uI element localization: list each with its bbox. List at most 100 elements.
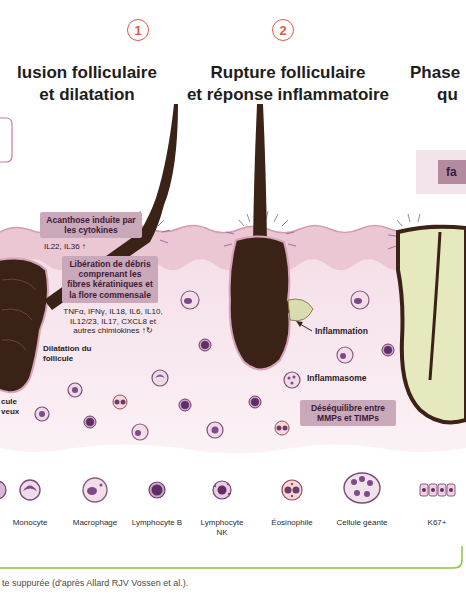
- legend-item: Monocyte: [1, 518, 59, 528]
- cell-nucleus: [293, 487, 300, 494]
- cell-nucleus: [135, 430, 141, 436]
- hair-shaft: [253, 104, 267, 244]
- k67-cell: [447, 484, 455, 496]
- cell-granule: [228, 493, 230, 495]
- leader-arrow: [300, 324, 312, 331]
- cell-nucleus: [86, 418, 94, 426]
- label-holder: TNFα, IFNγ, IL18, IL6, IL10, IL12/23, IL…: [60, 307, 166, 336]
- cell-nucleus: [354, 298, 362, 304]
- eosinophil-cell: [275, 421, 289, 435]
- section-heading: Rupture folliculaire: [183, 63, 393, 83]
- cytokine-label: IL22, IL36 ↑: [44, 242, 86, 252]
- macrophage-cell: [181, 291, 199, 309]
- label-holder: Phase: [410, 63, 460, 83]
- cell-nucleus: [277, 426, 282, 431]
- inflammasome-dot: [288, 377, 291, 380]
- legend-text: Lymphocyte B: [125, 518, 189, 528]
- lymphocyte-cell: [84, 416, 96, 428]
- cell-nucleus: [351, 479, 357, 485]
- macrophage-icon: [83, 478, 107, 502]
- label-holder: Inflammasome: [307, 373, 367, 383]
- node-text: Libération de débris comprenant les fibr…: [66, 259, 154, 300]
- cell-nucleus: [155, 375, 165, 379]
- cell-nucleus: [115, 400, 120, 405]
- annotation-label: Inflammasome: [307, 373, 367, 383]
- keratin-layers: [2, 279, 36, 350]
- cell-nucleus: [184, 298, 192, 304]
- hair-strand: [430, 232, 440, 380]
- legend-item: Macrophage: [63, 518, 127, 528]
- label-holder: Dilatation du follicule: [43, 344, 105, 363]
- cell-nucleus: [364, 491, 370, 497]
- legend-text: K67+: [417, 518, 457, 528]
- cell-nucleus: [359, 476, 365, 482]
- cell-nucleus: [39, 411, 45, 417]
- cell-nucleus: [87, 487, 97, 495]
- cell-nucleus: [218, 486, 227, 495]
- cell-nucleus: [354, 490, 360, 496]
- cell-nucleus: [152, 485, 163, 496]
- step-number: 1: [127, 19, 149, 41]
- label-holder: qu: [437, 85, 458, 105]
- section-heading: et dilatation: [2, 85, 172, 105]
- eosinophil-icon: [282, 480, 302, 500]
- cell-nucleus: [384, 346, 392, 354]
- legend-item: Cellule géante: [326, 518, 398, 528]
- cell-nucleus: [201, 341, 209, 349]
- label-holder: cule veux: [1, 397, 25, 416]
- label-holder: IL22, IL36 ↑: [44, 242, 86, 252]
- cell-nucleus: [367, 480, 373, 486]
- follicle-dilated: [0, 258, 48, 392]
- monocyte-cell: [152, 370, 168, 386]
- follicle-suppurative: [398, 227, 466, 423]
- legend-text: Cellule géante: [326, 518, 398, 528]
- inflammatory-cells: [35, 291, 394, 440]
- legend-item: Lymphocyte NK: [194, 518, 250, 537]
- legend-icons: [0, 473, 455, 503]
- k67-cell: [429, 484, 437, 496]
- inflammasome-dot: [291, 382, 294, 385]
- cell-nucleus: [283, 426, 288, 431]
- macrophage-cell: [132, 424, 148, 440]
- monocyte-cell: [207, 422, 223, 438]
- monocyte-icon: [20, 480, 40, 500]
- cell-nucleus: [72, 387, 78, 393]
- cell-granule: [214, 485, 216, 487]
- annotation-label: Dilatation du follicule: [43, 344, 105, 363]
- cell-nucleus: [422, 488, 426, 492]
- legend-item: Lymphocyte B: [125, 518, 189, 528]
- arrowhead: [296, 321, 303, 327]
- label-holder: lusion folliculaire: [2, 63, 172, 83]
- macrophage-cell: [351, 291, 369, 309]
- cell-granule: [227, 483, 229, 485]
- step-number: 2: [272, 19, 294, 41]
- inflammasome-cell: [284, 372, 300, 388]
- figure-caption: te suppurée (d'après Allard RJV Vossen e…: [2, 578, 188, 589]
- node-text: 2: [279, 23, 286, 38]
- section-heading: Phase: [410, 63, 460, 83]
- node-text: Déséquilibre entre MMPs et TIMPs: [304, 403, 392, 423]
- section-heading: lusion folliculaire: [2, 63, 172, 83]
- section-heading: qu: [437, 85, 458, 105]
- label-holder: et réponse inflammatoire: [183, 85, 393, 105]
- annotation-label: cule veux: [1, 397, 25, 416]
- monocyte-cell: [35, 407, 49, 421]
- node-text: fa: [446, 165, 466, 179]
- cell-nucleus: [449, 488, 453, 492]
- frame-border: [0, 546, 462, 568]
- lymphocyte-cell: [249, 396, 261, 408]
- phase-box: fa: [438, 160, 466, 184]
- node-text: 1: [134, 23, 141, 38]
- macrophage-cell: [337, 347, 353, 363]
- lymphocyte-cell: [199, 339, 211, 351]
- k67-cell: [438, 484, 446, 496]
- legend-item: Éosinophile: [260, 518, 324, 528]
- partial-box: [0, 118, 12, 162]
- cell-nucleus: [121, 400, 126, 405]
- section-heading: et réponse inflammatoire: [183, 85, 393, 105]
- legend-text: Éosinophile: [260, 518, 324, 528]
- legend-text: Lymphocyte NK: [194, 518, 250, 537]
- cell-nucleus: [181, 401, 189, 409]
- cell-nucleus: [285, 487, 292, 494]
